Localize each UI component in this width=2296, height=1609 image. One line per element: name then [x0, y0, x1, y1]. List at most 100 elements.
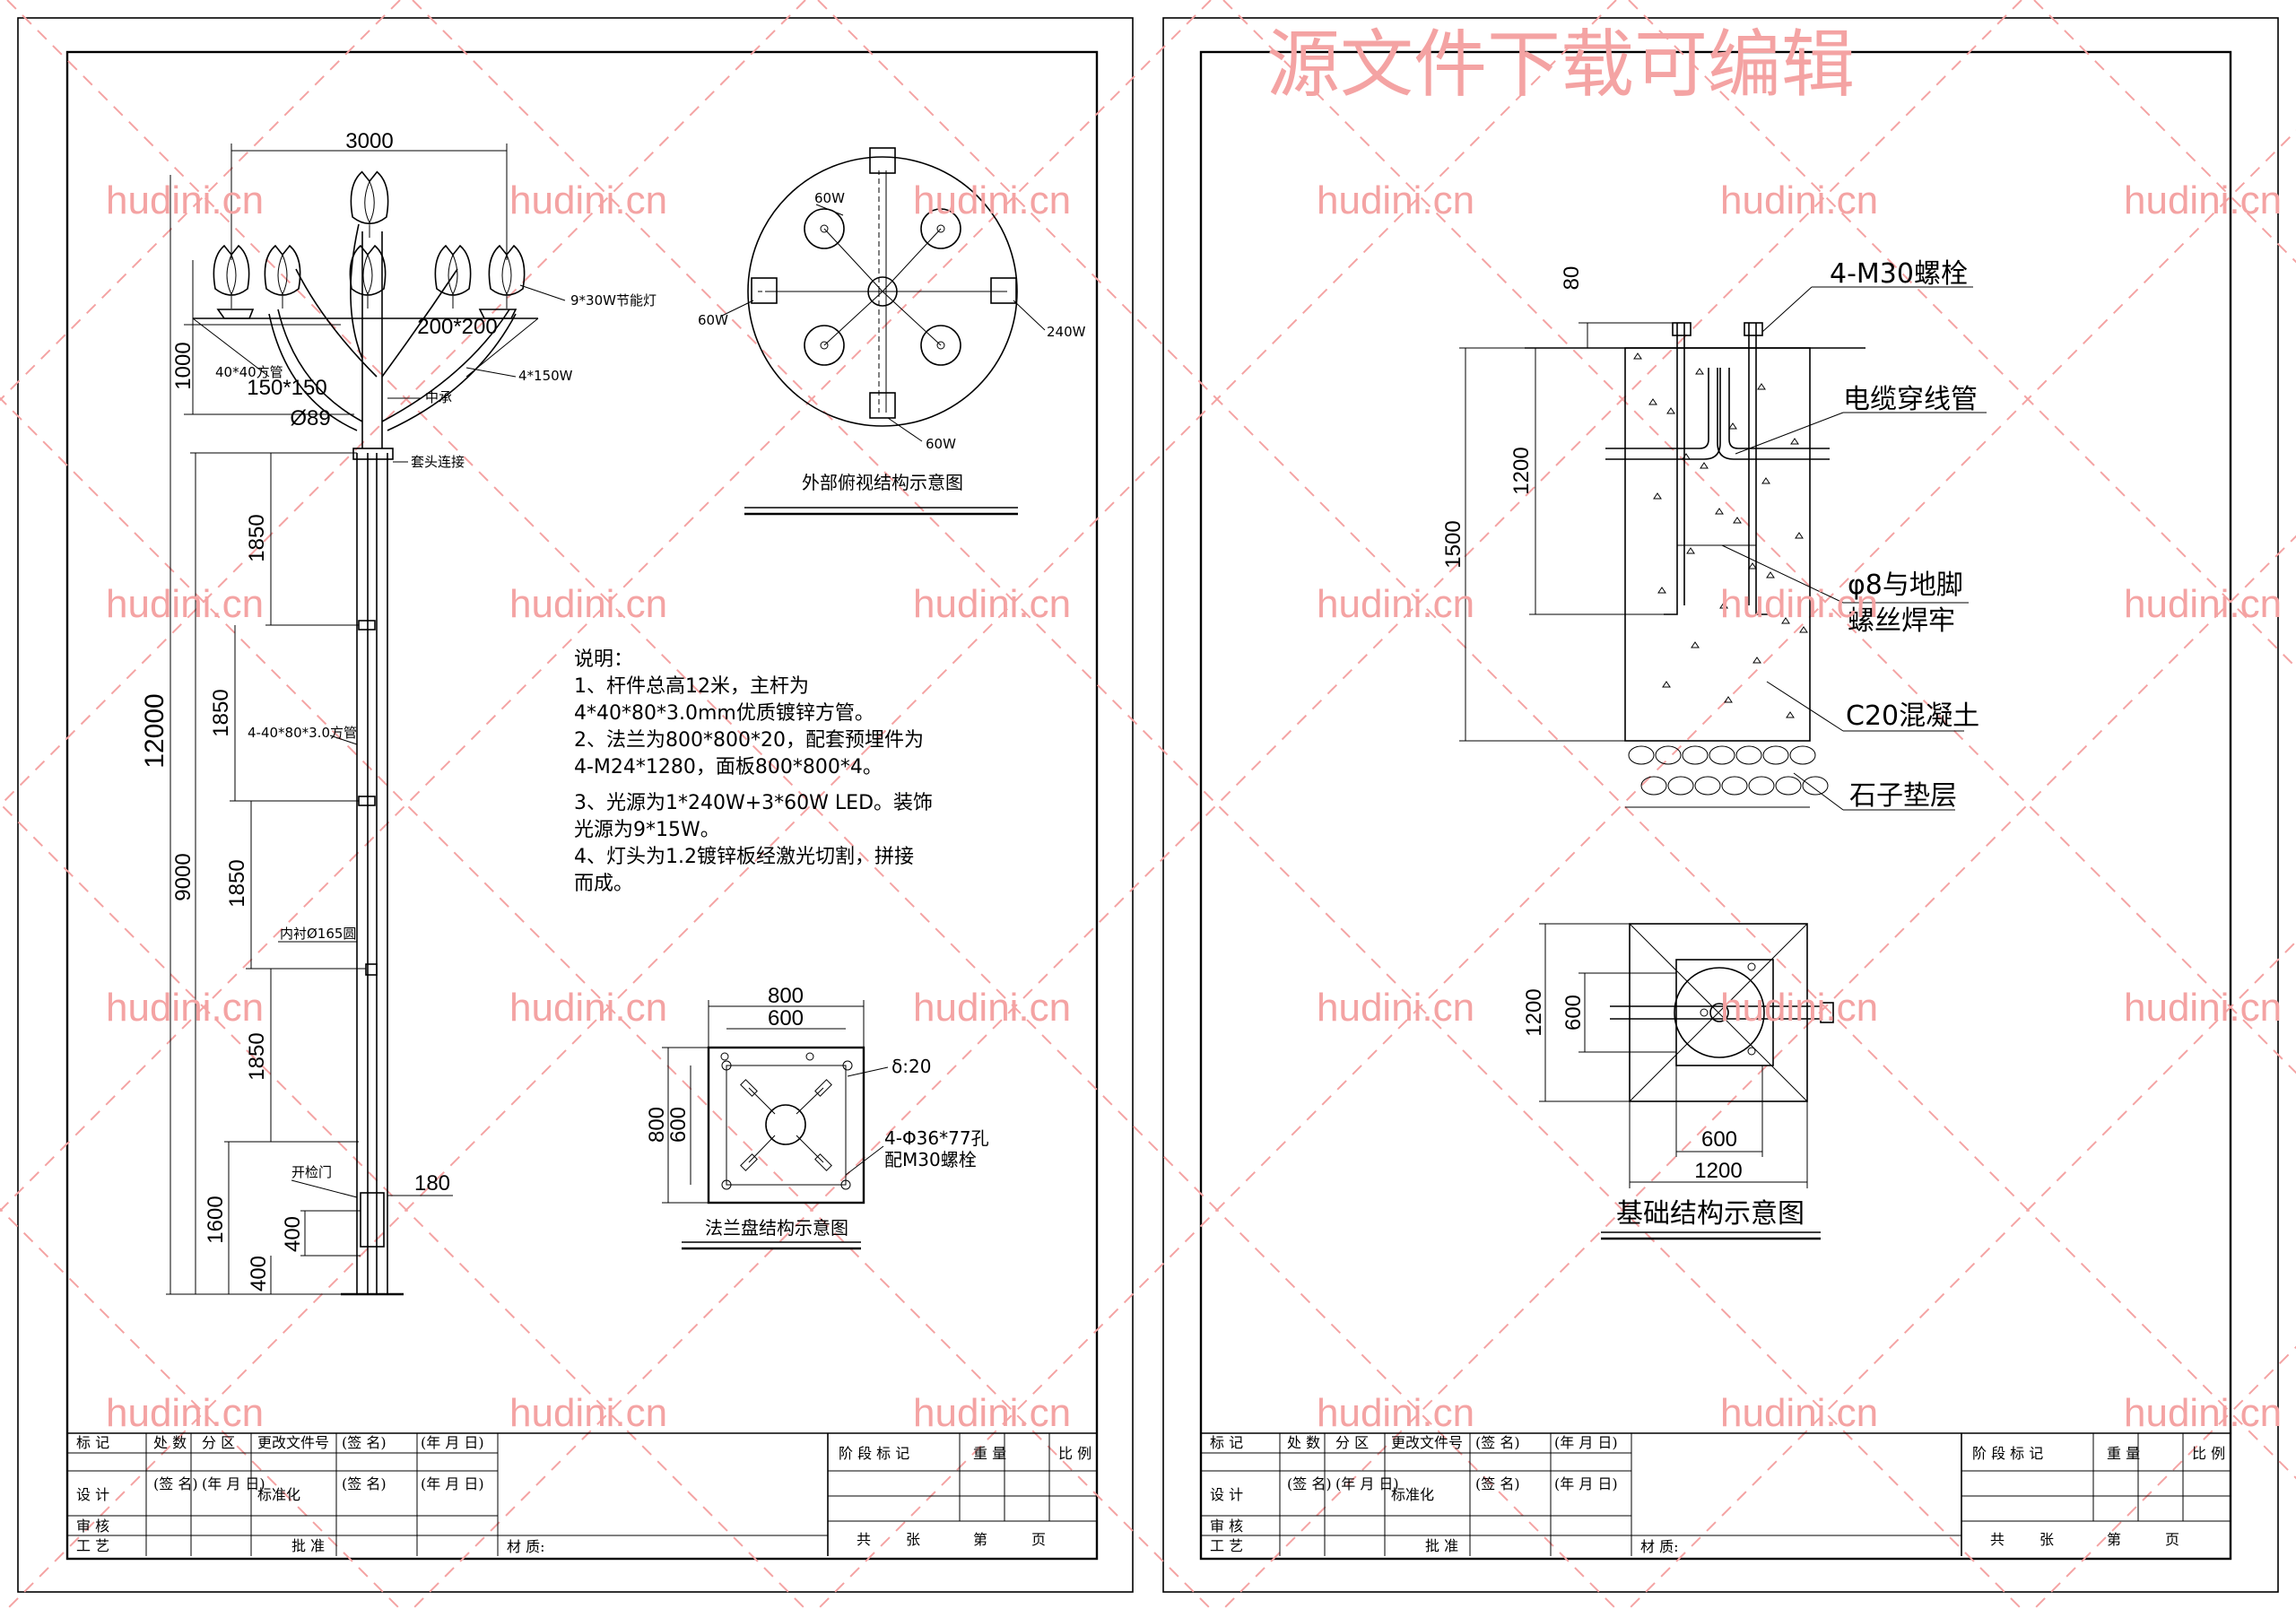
watermark-diagonal: [412, 0, 2022, 1609]
title-block-cell: 设 计: [1210, 1486, 1243, 1503]
watermark-text: hudini.cn: [509, 986, 667, 1030]
title-block-cell: 审 核: [1210, 1518, 1243, 1535]
dim-seg1: 1850: [245, 514, 269, 561]
title-block-cell: 批 准: [291, 1537, 325, 1554]
watermark-text: hudini.cn: [106, 986, 264, 1030]
watermark-title: 源文件下载可编辑: [1266, 22, 1855, 108]
watermark-diagonal: [817, 0, 2296, 1480]
dim-base-400a: 400: [281, 1216, 305, 1252]
label-gravel: 石子垫层: [1849, 780, 1957, 812]
title-block-left: 标 记处 数分 区更改文件号(签 名)(年 月 日)设 计(签 名)(年 月 日…: [67, 1432, 1097, 1556]
watermark-text: hudini.cn: [1317, 1391, 1474, 1435]
watermark-text: hudini.cn: [1317, 582, 1474, 626]
watermark-diagonal: [6, 0, 1617, 1609]
notes-line: 而成。: [574, 873, 633, 895]
top-view: 60W 60W 240W 60W 外部俯视结构示意图: [698, 147, 1086, 516]
watermark-diagonal: [0, 0, 401, 402]
sheet-frames: [17, 17, 2279, 1593]
notes-line: 1、杆件总高12米，主杆为: [574, 675, 809, 698]
title-block-page: 张: [906, 1531, 920, 1548]
watermark-text: hudini.cn: [2124, 1391, 2282, 1435]
flange-label-holes: 4-Φ36*77孔: [884, 1127, 989, 1149]
watermark-text: hudini.cn: [509, 178, 667, 222]
title-block-page: 第: [973, 1531, 987, 1548]
foundation-plan-title: 基础结构示意图: [1616, 1198, 1805, 1230]
flange-dim-w800: 800: [768, 984, 804, 1008]
title-block-cell: (签 名): [153, 1475, 198, 1492]
flange-dim-h800: 800: [645, 1107, 669, 1143]
title-block-cell: 更改文件号: [257, 1434, 329, 1451]
title-block-cell: 工 艺: [1210, 1537, 1243, 1554]
watermark-diagonal: [1628, 940, 2296, 1609]
watermark-text: hudini.cn: [106, 582, 264, 626]
title-block-cell: 更改文件号: [1391, 1434, 1463, 1451]
watermark-text: hudini.cn: [2124, 582, 2282, 626]
watermark-text: hudini.cn: [1317, 178, 1474, 222]
flange-plate: 800 600 800 600 δ:20 4-Φ36*77孔 配M30螺栓 法兰…: [645, 984, 989, 1250]
foundation-dim-1200: 1200: [1509, 447, 1534, 494]
dim-base-1600: 1600: [204, 1196, 228, 1243]
title-block-cell: 标 记: [76, 1434, 109, 1451]
title-block-page: 页: [2165, 1531, 2179, 1548]
design-notes: 说明： 1、杆件总高12米，主杆为 4*40*80*3.0mm优质镀锌方管。 2…: [574, 648, 933, 895]
lamp-head: [350, 170, 389, 239]
plan-dim-h600: 600: [1561, 995, 1586, 1031]
pole-elevation: 3000 1000 12000 9000 1850 1850 1850 1850…: [140, 129, 657, 1296]
topview-label-60w-bottom: 60W: [926, 436, 956, 452]
topview-label-240w: 240W: [1047, 324, 1086, 340]
notes-line: 4*40*80*3.0mm优质镀锌方管。: [574, 702, 874, 725]
title-block-cell: 处 数: [1287, 1434, 1320, 1451]
watermark-text: hudini.cn: [1720, 582, 1878, 626]
dim-base-400b: 400: [247, 1256, 271, 1292]
title-block-cell: 分 区: [1335, 1434, 1369, 1451]
title-block-page: 共: [1990, 1531, 2005, 1548]
plan-dim-h1200: 1200: [1522, 988, 1546, 1036]
label-main-tube: 4-40*80*3.0方管: [248, 725, 357, 741]
label-inner-tube: 内衬Ø165圆: [280, 926, 356, 942]
flange-dim-h600: 600: [666, 1107, 691, 1143]
title-block-stage-header: 阶 段 标 记: [1972, 1445, 2043, 1462]
notes-line: 4-M24*1280，面板800*800*4。: [574, 756, 883, 778]
title-block-cell: (签 名): [1287, 1475, 1332, 1492]
watermark-text: hudini.cn: [2124, 986, 2282, 1030]
topview-title: 外部俯视结构示意图: [802, 472, 963, 493]
title-block-cell: (年 月 日): [1554, 1434, 1618, 1451]
notes-line: 2、法兰为800*800*20，配套预埋件为: [574, 729, 924, 752]
dim-seg2: 1850: [209, 689, 233, 736]
notes-line: 3、光源为1*240W+3*60W LED。装饰: [574, 792, 933, 814]
title-block-cell: (年 月 日): [1554, 1475, 1618, 1492]
label-joint: 套头连接: [411, 454, 465, 470]
dim-top-width: 3000: [345, 129, 393, 153]
label-lamp-4x150: 4*150W: [518, 368, 573, 384]
title-block-stage-header: 阶 段 标 记: [839, 1445, 909, 1462]
watermark-diagonal: [2033, 1345, 2296, 1609]
label-cable: 电缆穿线管: [1843, 384, 1978, 415]
title-block-right: 标 记处 数分 区更改文件号(签 名)(年 月 日)设 计(签 名)(年 月 日…: [1201, 1432, 2231, 1556]
foundation-plan: 1200 600 600 1200 基础结构示意图: [1522, 923, 1834, 1240]
watermark-diagonal: [1628, 0, 2296, 669]
watermark-text: hudini.cn: [2124, 178, 2282, 222]
dim-total-height: 12000: [140, 693, 170, 768]
watermark-diagonal: [412, 0, 2022, 1609]
watermark-text: hudini.cn: [913, 986, 1071, 1030]
watermark-diagonal: [817, 129, 2296, 1609]
notes-line: 4、灯头为1.2镀锌板经激光切割，拼接: [574, 846, 914, 868]
flange-label-bolts: 配M30螺栓: [884, 1149, 977, 1170]
dim-lower-height: 9000: [171, 853, 196, 900]
title-block-cell: (签 名): [342, 1475, 387, 1492]
label-phi8-a: φ8与地脚: [1848, 570, 1963, 601]
title-block-material: 材 质:: [507, 1538, 544, 1555]
title-block-page: 共: [857, 1531, 871, 1548]
lamp-head: [264, 244, 301, 309]
title-block-cell: (年 月 日): [1335, 1475, 1399, 1492]
title-block-cell: 处 数: [153, 1434, 187, 1451]
watermark-diagonal: [0, 396, 1212, 1609]
foundation-dim-1500: 1500: [1441, 520, 1465, 568]
label-phi8-b: 螺丝焊牢: [1848, 605, 1955, 637]
title-block-page: 第: [2107, 1531, 2121, 1548]
title-block-stage-header: 比 例: [2192, 1445, 2225, 1462]
title-block-cell: 批 准: [1425, 1537, 1458, 1554]
watermark-diagonal: [6, 0, 1617, 1609]
